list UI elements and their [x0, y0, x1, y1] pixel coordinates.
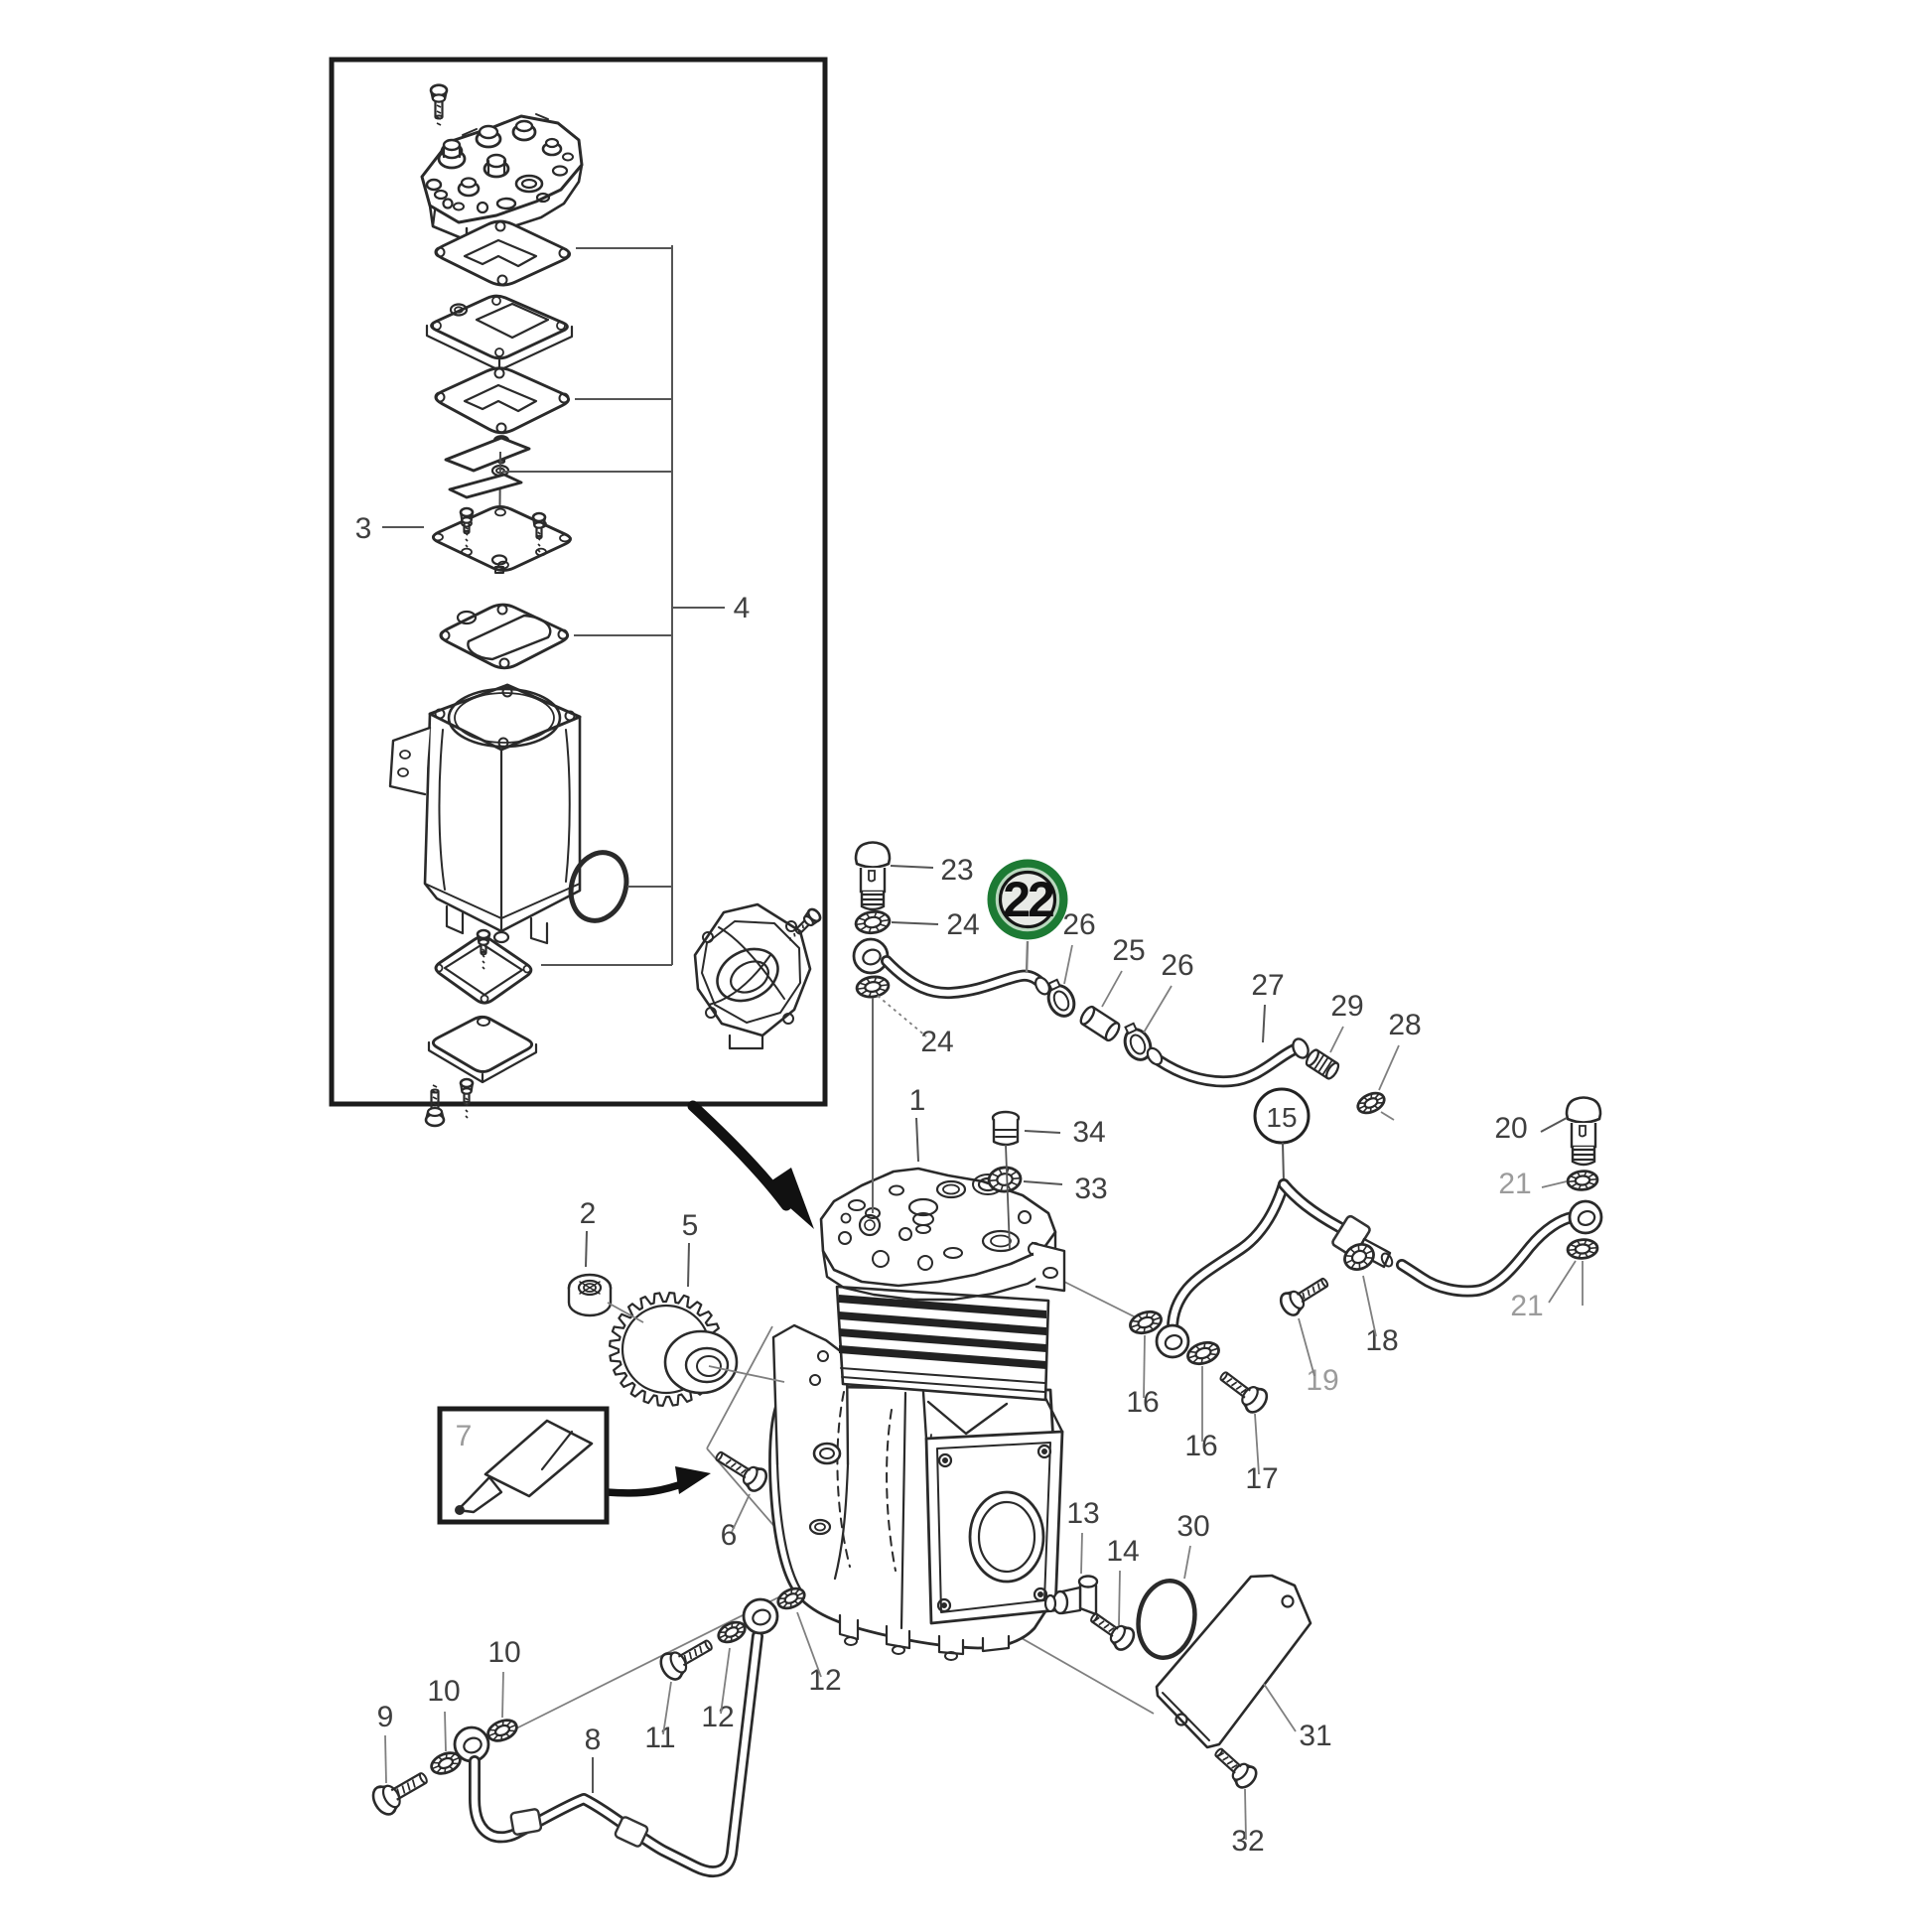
svg-text:16: 16 [1184, 1430, 1217, 1462]
svg-text:24: 24 [920, 1026, 953, 1058]
svg-text:21: 21 [1510, 1290, 1543, 1322]
svg-text:24: 24 [946, 908, 979, 941]
svg-text:20: 20 [1494, 1112, 1527, 1145]
svg-text:34: 34 [1072, 1116, 1105, 1149]
svg-text:32: 32 [1231, 1825, 1264, 1858]
svg-text:30: 30 [1176, 1510, 1209, 1543]
svg-text:12: 12 [701, 1701, 734, 1733]
svg-text:9: 9 [377, 1701, 394, 1733]
svg-text:2: 2 [580, 1197, 597, 1230]
svg-text:3: 3 [355, 512, 372, 545]
svg-text:26: 26 [1161, 949, 1193, 982]
svg-text:19: 19 [1306, 1364, 1338, 1397]
svg-text:29: 29 [1330, 990, 1363, 1023]
svg-text:10: 10 [427, 1675, 460, 1708]
svg-text:16: 16 [1126, 1386, 1159, 1419]
svg-text:14: 14 [1106, 1535, 1139, 1568]
svg-text:5: 5 [682, 1209, 699, 1242]
svg-text:21: 21 [1498, 1168, 1531, 1200]
svg-text:17: 17 [1245, 1462, 1278, 1495]
svg-text:15: 15 [1266, 1102, 1297, 1133]
svg-text:25: 25 [1112, 934, 1145, 967]
svg-text:26: 26 [1062, 908, 1095, 941]
svg-text:13: 13 [1066, 1497, 1099, 1530]
svg-text:31: 31 [1299, 1720, 1331, 1752]
svg-text:27: 27 [1251, 969, 1284, 1002]
svg-text:1: 1 [909, 1084, 926, 1117]
svg-text:23: 23 [940, 854, 973, 887]
svg-text:12: 12 [808, 1664, 841, 1697]
svg-text:10: 10 [487, 1636, 520, 1669]
svg-text:11: 11 [644, 1722, 675, 1754]
svg-text:8: 8 [585, 1724, 602, 1756]
svg-text:18: 18 [1365, 1324, 1398, 1357]
svg-text:4: 4 [734, 592, 751, 624]
svg-text:28: 28 [1388, 1009, 1421, 1041]
svg-text:22: 22 [1003, 872, 1053, 927]
svg-text:7: 7 [456, 1420, 473, 1452]
svg-text:33: 33 [1074, 1173, 1107, 1205]
svg-text:6: 6 [721, 1519, 738, 1552]
